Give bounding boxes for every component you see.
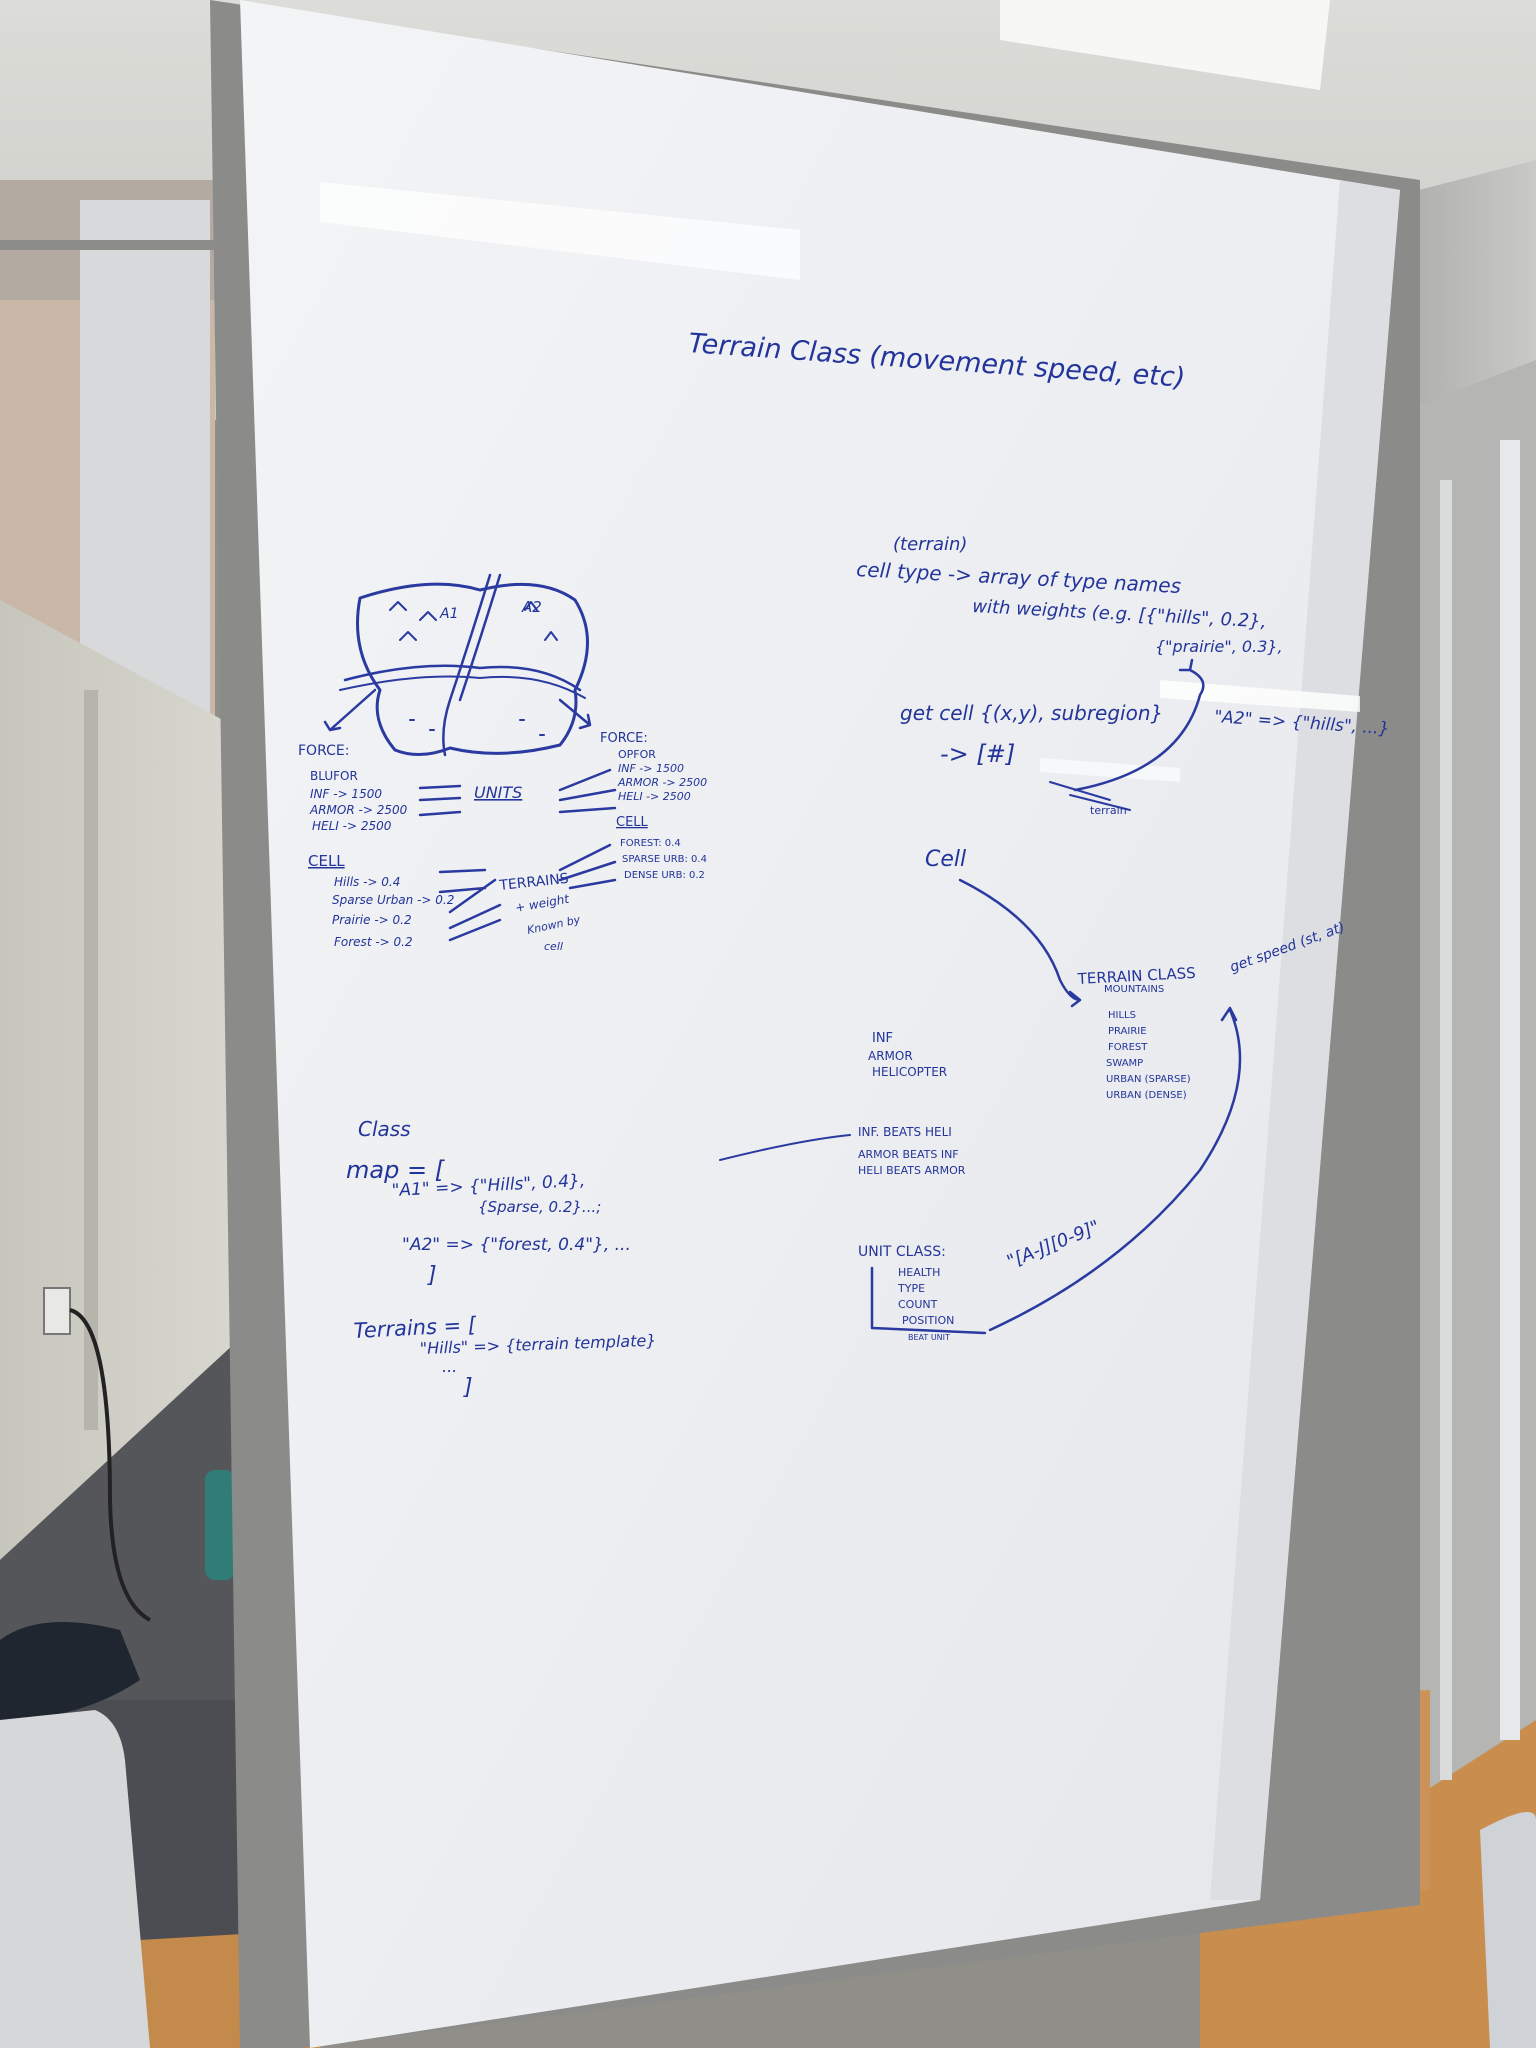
left-cell-hills: Hills -> 0.4 <box>334 875 400 889</box>
unit-type: HELICOPTER <box>872 1065 947 1079</box>
beats-rule: ARMOR BEATS INF <box>858 1148 959 1161</box>
unit-class-block: UNIT CLASS: HEALTH TYPE COUNT POSITION B… <box>858 1216 1103 1342</box>
board-title: Terrain Class (movement speed, etc) <box>688 328 1187 394</box>
unit-class-field: COUNT <box>898 1298 938 1311</box>
right-force-heli: HELI -> 2500 <box>618 790 691 803</box>
right-cell-heading: CELL <box>616 815 649 830</box>
terrain-class-item: SWAMP <box>1106 1058 1143 1069</box>
right-cell-sparse: SPARSE URB: 0.4 <box>622 854 707 865</box>
left-cell-block: CELL Hills -> 0.4 Sparse Urban -> 0.2 Pr… <box>308 852 454 949</box>
code-map-close: ] <box>427 1263 437 1288</box>
right-force-side: OPFOR <box>618 748 656 761</box>
right-force-block: FORCE: OPFOR INF -> 1500 ARMOR -> 2500 H… <box>600 731 707 803</box>
beats-rule: HELI BEATS ARMOR <box>858 1164 966 1177</box>
get-cell: get cell {(x,y), subregion} <box>900 701 1163 725</box>
left-force-heading: FORCE: <box>298 743 349 759</box>
terrains-label: TERRAINS <box>498 871 570 894</box>
code-map-open: map = [ <box>346 1156 446 1184</box>
left-cell-sparse: Sparse Urban -> 0.2 <box>332 893 454 907</box>
map-code-block: Class map = [ "A1" => {"Hills", 0.4}, {S… <box>346 1117 657 1400</box>
cell-type-note: (terrain) <box>893 534 967 555</box>
code-terrains-close: ] <box>463 1375 473 1400</box>
terrains-note-3: cell <box>544 940 563 953</box>
terrain-class-item: URBAN (DENSE) <box>1106 1090 1187 1101</box>
terrains-note-1: + weight <box>514 892 571 915</box>
terrains-note-2: Known by <box>526 913 582 937</box>
cell-type-line1: cell type -> array of type names <box>856 557 1182 598</box>
terrain-class-item: FOREST <box>1108 1042 1148 1053</box>
right-cell-dense: DENSE URB: 0.2 <box>624 870 705 881</box>
code-a2: "A2" => {"forest, 0.4"}, ... <box>402 1235 631 1255</box>
terrain-class-item: URBAN (SPARSE) <box>1106 1074 1191 1085</box>
get-cell-result: -> [#] <box>940 740 1015 768</box>
terrain-class-item: PRAIRIE <box>1108 1026 1147 1037</box>
code-heading: Class <box>358 1117 411 1141</box>
unit-class-field: POSITION <box>902 1314 954 1327</box>
right-force-inf: INF -> 1500 <box>618 762 684 775</box>
left-cell-prairie: Prairie -> 0.2 <box>332 913 412 927</box>
right-force-heading: FORCE: <box>600 731 648 746</box>
terrain-class-method: get speed (st, at) <box>1228 919 1347 975</box>
right-cell-block: CELL FOREST: 0.4 SPARSE URB: 0.4 DENSE U… <box>616 815 707 881</box>
left-force-inf: INF -> 1500 <box>310 787 382 801</box>
beats-rule: INF. BEATS HELI <box>858 1125 952 1139</box>
cell-type-line3: {"prairie", 0.3}, <box>1155 637 1283 656</box>
cell-word: Cell <box>925 847 966 872</box>
terrain-small-label: terrain <box>1090 804 1127 817</box>
left-force-side: BLUFOR <box>310 769 358 783</box>
code-a1-cont: {Sparse, 0.2}...; <box>478 1198 601 1216</box>
beats-block: INF. BEATS HELI ARMOR BEATS INF HELI BEA… <box>858 1125 966 1177</box>
left-cell-heading: CELL <box>308 852 345 870</box>
right-cell-forest: FOREST: 0.4 <box>620 838 681 849</box>
terrain-class-item: MOUNTAINS <box>1104 984 1164 995</box>
unit-class-field: HEALTH <box>898 1266 940 1279</box>
unit-class-heading: UNIT CLASS: <box>858 1244 946 1260</box>
left-force-block: FORCE: BLUFOR INF -> 1500 ARMOR -> 2500 … <box>298 743 408 833</box>
cell-type-line2: with weights (e.g. [{"hills", 0.2}, <box>972 596 1267 632</box>
units-label: UNITS <box>474 783 522 802</box>
left-force-armor: ARMOR -> 2500 <box>309 803 408 817</box>
terrain-class-item: HILLS <box>1108 1010 1136 1021</box>
code-dots: ... <box>442 1357 457 1376</box>
unit-class-note: BEAT UNIT <box>908 1333 950 1342</box>
terrain-class-block: TERRAIN CLASS get speed (st, at) MOUNTAI… <box>1076 919 1347 1101</box>
left-cell-forest: Forest -> 0.2 <box>334 935 413 949</box>
region-a1-label: A1 <box>439 606 458 622</box>
unit-class-position-value: "[A-J][0-9]" <box>1004 1216 1103 1272</box>
right-force-armor: ARMOR -> 2500 <box>617 776 707 789</box>
unit-types-block: INF ARMOR HELICOPTER <box>868 1031 947 1079</box>
unit-class-field: TYPE <box>897 1282 925 1295</box>
region-a2-label: A2 <box>521 598 542 616</box>
unit-type: ARMOR <box>868 1049 913 1063</box>
a2-map: "A2" => {"hills", ...} <box>1214 707 1390 739</box>
unit-type: INF <box>872 1031 893 1046</box>
left-force-heli: HELI -> 2500 <box>312 819 392 833</box>
